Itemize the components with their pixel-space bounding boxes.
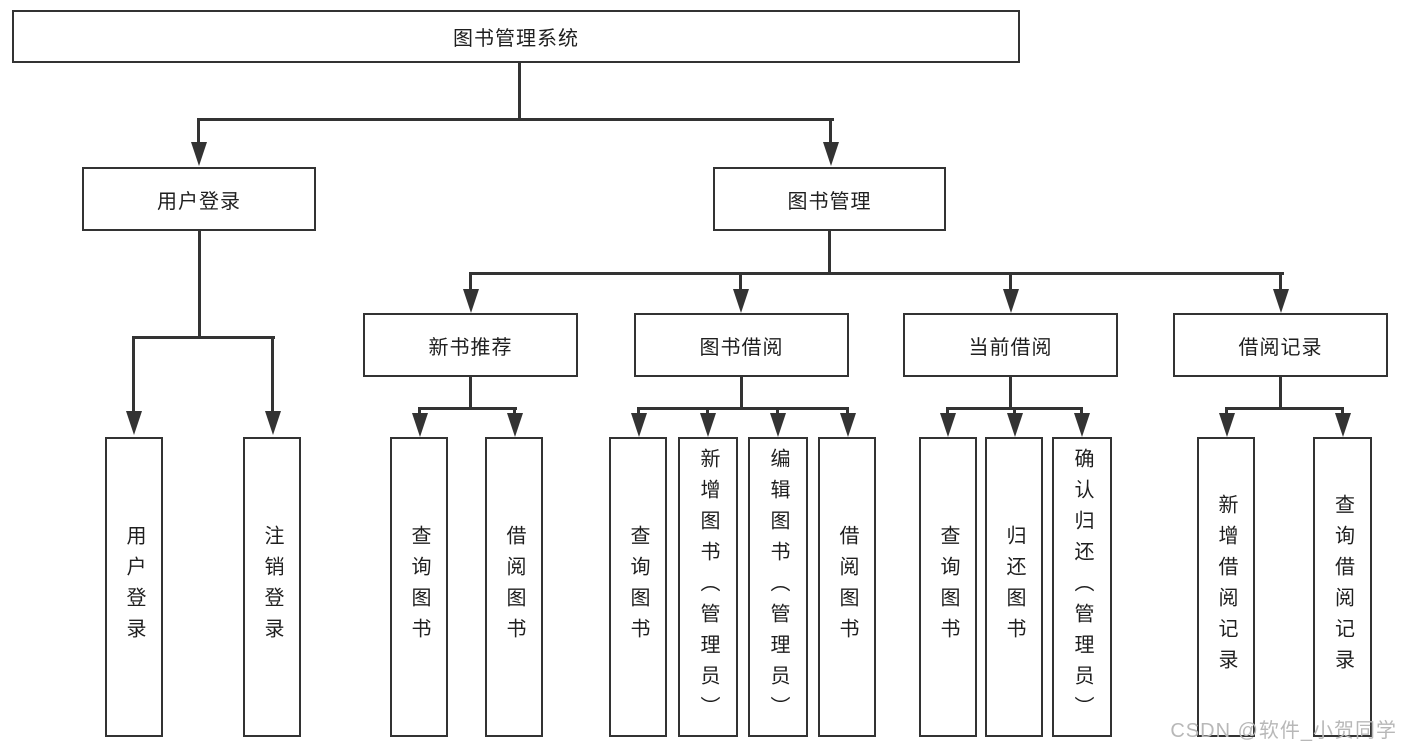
leaf-query-books-borrow: 查询图书 [609, 437, 667, 737]
connector-line [740, 377, 743, 410]
leaf-logout: 注销登录 [243, 437, 301, 737]
leaf-label: 查询借阅记录 [1331, 494, 1354, 680]
node-new-book-recommendation: 新书推荐 [363, 313, 578, 377]
connector-arrowhead [1006, 413, 1023, 437]
leaf-borrow-books-recommend: 借阅图书 [485, 437, 543, 737]
connector-arrowhead [125, 411, 142, 435]
connector-arrowhead [732, 289, 749, 313]
node-system-root: 图书管理系统 [12, 10, 1020, 63]
connector-line [946, 407, 1083, 410]
connector-arrowhead [769, 413, 786, 437]
connector-arrowhead [939, 413, 956, 437]
connector-line [418, 407, 517, 410]
connector-arrowhead [822, 142, 839, 166]
connector-arrowhead [462, 289, 479, 313]
connector-line [1279, 274, 1282, 291]
connector-arrowhead [411, 413, 428, 437]
leaf-return-books: 归还图书 [985, 437, 1043, 737]
connector-line [637, 409, 640, 415]
connector-line [1225, 409, 1228, 415]
connector-arrowhead [264, 411, 281, 435]
connector-line [271, 338, 274, 413]
connector-line [1080, 409, 1083, 415]
connector-line [706, 409, 709, 415]
connector-line [829, 120, 832, 146]
node-label: 图书借阅 [699, 336, 784, 359]
connector-arrowhead [839, 413, 856, 437]
connector-line [518, 63, 521, 120]
node-current-borrowing: 当前借阅 [903, 313, 1118, 377]
connector-arrowhead [699, 413, 716, 437]
leaf-label: 用户登录 [123, 525, 145, 649]
connector-line [1009, 377, 1012, 410]
connector-arrowhead [1002, 289, 1019, 313]
connector-line [1013, 409, 1016, 415]
leaf-label: 归还图书 [1003, 525, 1025, 649]
node-label: 当前借阅 [968, 336, 1053, 359]
connector-arrowhead [1218, 413, 1235, 437]
connector-line [198, 231, 201, 339]
connector-line [1225, 407, 1344, 410]
leaf-label: 查询图书 [408, 525, 430, 649]
connector-line [846, 409, 849, 415]
connector-line [513, 409, 516, 415]
leaf-edit-books-admin: 编辑图书（管理员） [748, 437, 808, 737]
connector-line [776, 409, 779, 415]
leaf-label: 注销登录 [261, 525, 283, 649]
node-book-management: 图书管理 [713, 167, 946, 231]
leaf-borrow-books: 借阅图书 [818, 437, 876, 737]
connector-line [418, 409, 421, 415]
watermark: CSDN @软件_小贺同学 [1170, 720, 1397, 742]
connector-line [1279, 377, 1282, 410]
leaf-add-borrow-record: 新增借阅记录 [1197, 437, 1255, 737]
connector-line [1341, 409, 1344, 415]
leaf-label: 编辑图书（管理员） [767, 447, 789, 727]
connector-arrowhead [1073, 413, 1090, 437]
connector-arrowhead [506, 413, 523, 437]
connector-arrowhead [630, 413, 647, 437]
connector-line [637, 407, 849, 410]
leaf-label: 确认归还（管理员） [1071, 447, 1093, 727]
leaf-add-books-admin: 新增图书（管理员） [678, 437, 738, 737]
node-borrowing-records: 借阅记录 [1173, 313, 1388, 377]
leaf-query-books-current: 查询图书 [919, 437, 977, 737]
node-book-borrowing: 图书借阅 [634, 313, 849, 377]
node-user-login: 用户登录 [82, 167, 316, 231]
node-label: 借阅记录 [1238, 336, 1323, 359]
node-label: 图书管理 [787, 190, 872, 213]
leaf-confirm-return-admin: 确认归还（管理员） [1052, 437, 1112, 737]
connector-line [197, 120, 200, 146]
connector-arrowhead [1272, 289, 1289, 313]
node-label: 图书管理系统 [453, 28, 579, 50]
connector-line [469, 272, 1284, 275]
leaf-label: 新增借阅记录 [1215, 494, 1237, 680]
connector-arrowhead [190, 142, 207, 166]
connector-line [739, 274, 742, 291]
leaf-user-login: 用户登录 [105, 437, 163, 737]
connector-arrowhead [1334, 413, 1351, 437]
connector-line [132, 336, 275, 339]
node-label: 新书推荐 [428, 336, 513, 359]
connector-line [1009, 274, 1012, 291]
connector-line [469, 274, 472, 291]
connector-line [132, 338, 135, 413]
node-label: 用户登录 [157, 190, 241, 213]
leaf-label: 查询图书 [937, 525, 959, 649]
leaf-query-borrow-record: 查询借阅记录 [1313, 437, 1372, 737]
connector-line [469, 377, 472, 410]
connector-line [828, 231, 831, 275]
leaf-label: 借阅图书 [503, 525, 525, 649]
leaf-query-books-recommend: 查询图书 [390, 437, 448, 737]
connector-line [197, 118, 834, 121]
leaf-label: 借阅图书 [836, 525, 858, 649]
connector-line [946, 409, 949, 415]
leaf-label: 查询图书 [627, 525, 649, 649]
leaf-label: 新增图书（管理员） [697, 447, 719, 727]
